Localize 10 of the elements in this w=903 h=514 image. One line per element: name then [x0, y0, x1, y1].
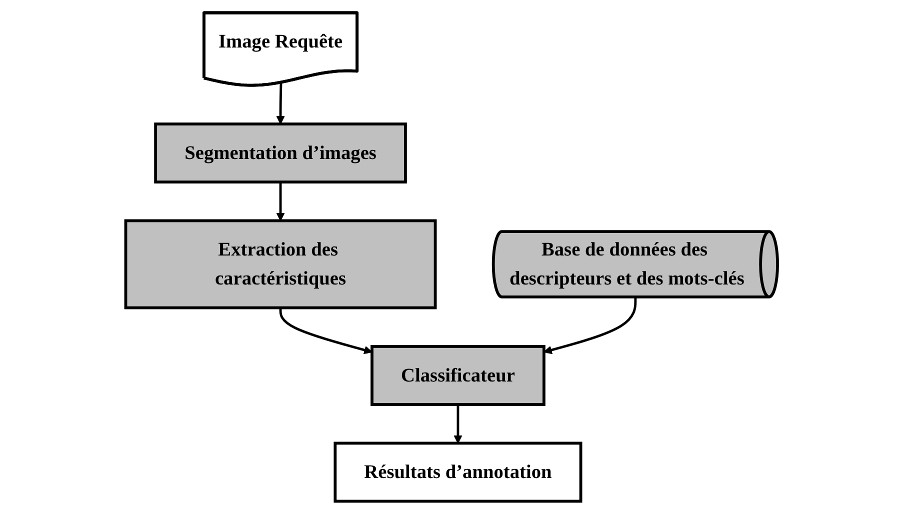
node-box: Extraction des caractéristiques [124, 219, 437, 310]
node-box: Segmentation d’images [154, 122, 407, 184]
node-box: Résultats d’annotation [334, 442, 582, 503]
node-box: Classificateur [370, 345, 546, 406]
arrow [276, 82, 285, 124]
arrow [279, 308, 372, 354]
arrow [543, 296, 636, 354]
arrow [454, 404, 462, 444]
arrow [276, 182, 285, 222]
node-text: Base de données des descripteurs et des mots-clés [509, 239, 744, 290]
